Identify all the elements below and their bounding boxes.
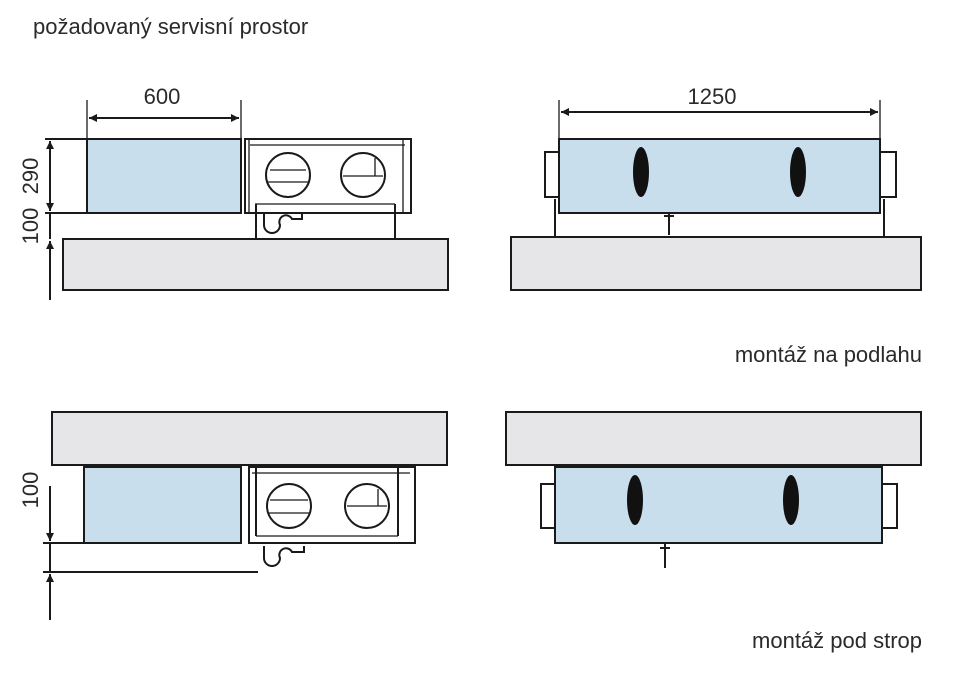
service-space-area bbox=[83, 466, 242, 544]
drain-siphon-icon bbox=[263, 546, 305, 567]
duct-connection-icon bbox=[344, 483, 390, 529]
floor-slab bbox=[62, 238, 449, 291]
floor-mount-front-view: 1250 bbox=[510, 84, 922, 291]
drain-siphon-icon bbox=[263, 213, 303, 234]
ceiling-mount-front-view bbox=[505, 411, 922, 568]
ceiling-slab bbox=[51, 411, 448, 466]
duct-connection-icon bbox=[266, 483, 312, 529]
page-title: požadovaný servisní prostor bbox=[33, 14, 308, 39]
ceiling-clearance-label: 100 bbox=[18, 472, 43, 509]
duct-connection-icon bbox=[340, 152, 386, 198]
unit-body bbox=[558, 138, 881, 214]
unit-height-label: 290 bbox=[18, 158, 43, 195]
duct-opening-icon bbox=[633, 147, 649, 197]
ceiling-mount-side-view: 100 bbox=[18, 411, 448, 620]
service-space-area bbox=[86, 138, 242, 214]
drain-icon bbox=[660, 543, 670, 568]
unit-body bbox=[554, 466, 883, 544]
duct-opening-icon bbox=[790, 147, 806, 197]
floor-slab bbox=[510, 236, 922, 291]
floor-mount-side-view: 600 290 100 bbox=[18, 84, 449, 300]
drain-icon bbox=[664, 213, 674, 235]
floor-mount-label: montáž na podlahu bbox=[735, 342, 922, 367]
unit-body bbox=[248, 466, 416, 544]
duct-opening-icon bbox=[783, 475, 799, 525]
service-width-label: 600 bbox=[144, 84, 181, 109]
duct-opening-icon bbox=[627, 475, 643, 525]
floor-clearance-label: 100 bbox=[18, 208, 43, 245]
duct-connection-icon bbox=[265, 152, 311, 198]
unit-body bbox=[244, 138, 412, 214]
unit-length-label: 1250 bbox=[688, 84, 737, 109]
ceiling-mount-label: montáž pod strop bbox=[752, 628, 922, 653]
ceiling-slab bbox=[505, 411, 922, 466]
